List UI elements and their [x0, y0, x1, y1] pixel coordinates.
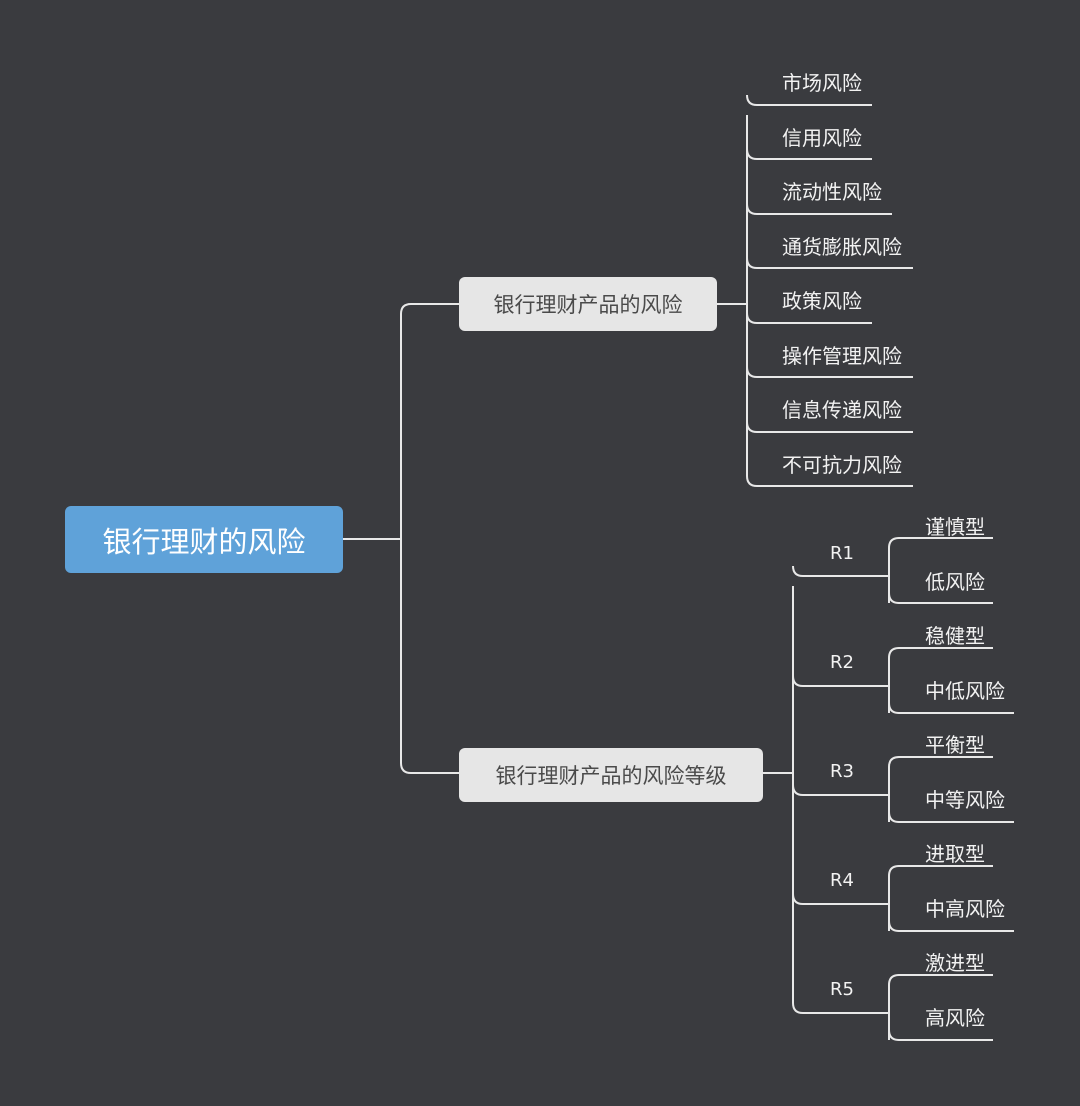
risk-item-inflation[interactable]: 通货膨胀风险	[782, 235, 902, 259]
connector-branch-1-elbow-7	[746, 421, 758, 433]
connector-risk-level-3-risk-underline	[888, 811, 1014, 823]
connector-risk-level-5-risk-underline	[888, 1029, 993, 1041]
risk-level-r2[interactable]: R2	[830, 652, 854, 673]
risk-item-operation[interactable]: 操作管理风险	[782, 344, 902, 368]
risk-level-r1[interactable]: R1	[830, 543, 854, 564]
connector-branch-1-elbow-4	[746, 257, 758, 269]
risk-level-r3-risk[interactable]: 中等风险	[925, 788, 1005, 812]
connector-risk-level-3	[792, 784, 889, 796]
connector-risk-level-3-type-underline	[888, 756, 993, 768]
connector-risk-level-4	[792, 893, 889, 905]
connector-risk-level-1-type-underline	[888, 537, 993, 549]
connector-risk-level-5-type-underline	[888, 974, 993, 986]
root-node[interactable]: 银行理财的风险	[65, 506, 343, 573]
risk-level-r1-risk[interactable]: 低风险	[925, 570, 985, 594]
connector-risk-level-4-type-underline	[888, 865, 993, 877]
connector-risk-level-1-risk-underline	[888, 592, 993, 604]
risk-item-credit[interactable]: 信用风险	[782, 126, 862, 150]
connector-risk-level-2-type-underline	[888, 647, 993, 659]
risk-level-r2-risk[interactable]: 中低风险	[925, 679, 1005, 703]
connector-risk-level-1	[792, 565, 889, 577]
risk-level-r2-type[interactable]: 稳健型	[925, 624, 985, 648]
branch-node-product-risks[interactable]: 银行理财产品的风险	[459, 277, 717, 331]
risk-item-policy[interactable]: 政策风险	[782, 289, 862, 313]
connector-risk-level-5	[792, 1002, 889, 1014]
connector-branch-1-elbow-8	[746, 475, 758, 487]
risk-level-r3-type[interactable]: 平衡型	[925, 733, 985, 757]
risk-level-r5-type[interactable]: 激进型	[925, 951, 985, 975]
risk-level-r1-type[interactable]: 谨慎型	[925, 515, 985, 539]
connector-branch-1-elbow-5	[746, 312, 758, 324]
risk-item-force-majeure[interactable]: 不可抗力风险	[782, 453, 902, 477]
connector-branch-1-elbow-2	[746, 148, 758, 160]
connector-risk-level-2-risk-underline	[888, 702, 1014, 714]
risk-level-r4[interactable]: R4	[830, 870, 854, 891]
risk-level-r5[interactable]: R5	[830, 979, 854, 1000]
connector-branch-1-elbow-3	[746, 203, 758, 215]
risk-item-market[interactable]: 市场风险	[782, 71, 862, 95]
risk-level-r3[interactable]: R3	[830, 761, 854, 782]
connector-branch-1-elbow-1	[746, 94, 758, 106]
risk-item-information[interactable]: 信息传递风险	[782, 398, 902, 422]
connector-branch-1-elbow-6	[746, 366, 758, 378]
risk-level-r4-type[interactable]: 进取型	[925, 842, 985, 866]
connector-risk-level-2	[792, 675, 889, 687]
risk-level-r4-risk[interactable]: 中高风险	[925, 897, 1005, 921]
risk-level-r5-risk[interactable]: 高风险	[925, 1006, 985, 1030]
connector-root-spine	[400, 303, 459, 774]
risk-item-liquidity[interactable]: 流动性风险	[782, 180, 882, 204]
branch-node-risk-levels[interactable]: 银行理财产品的风险等级	[459, 748, 763, 802]
connector-risk-level-4-risk-underline	[888, 920, 1014, 932]
